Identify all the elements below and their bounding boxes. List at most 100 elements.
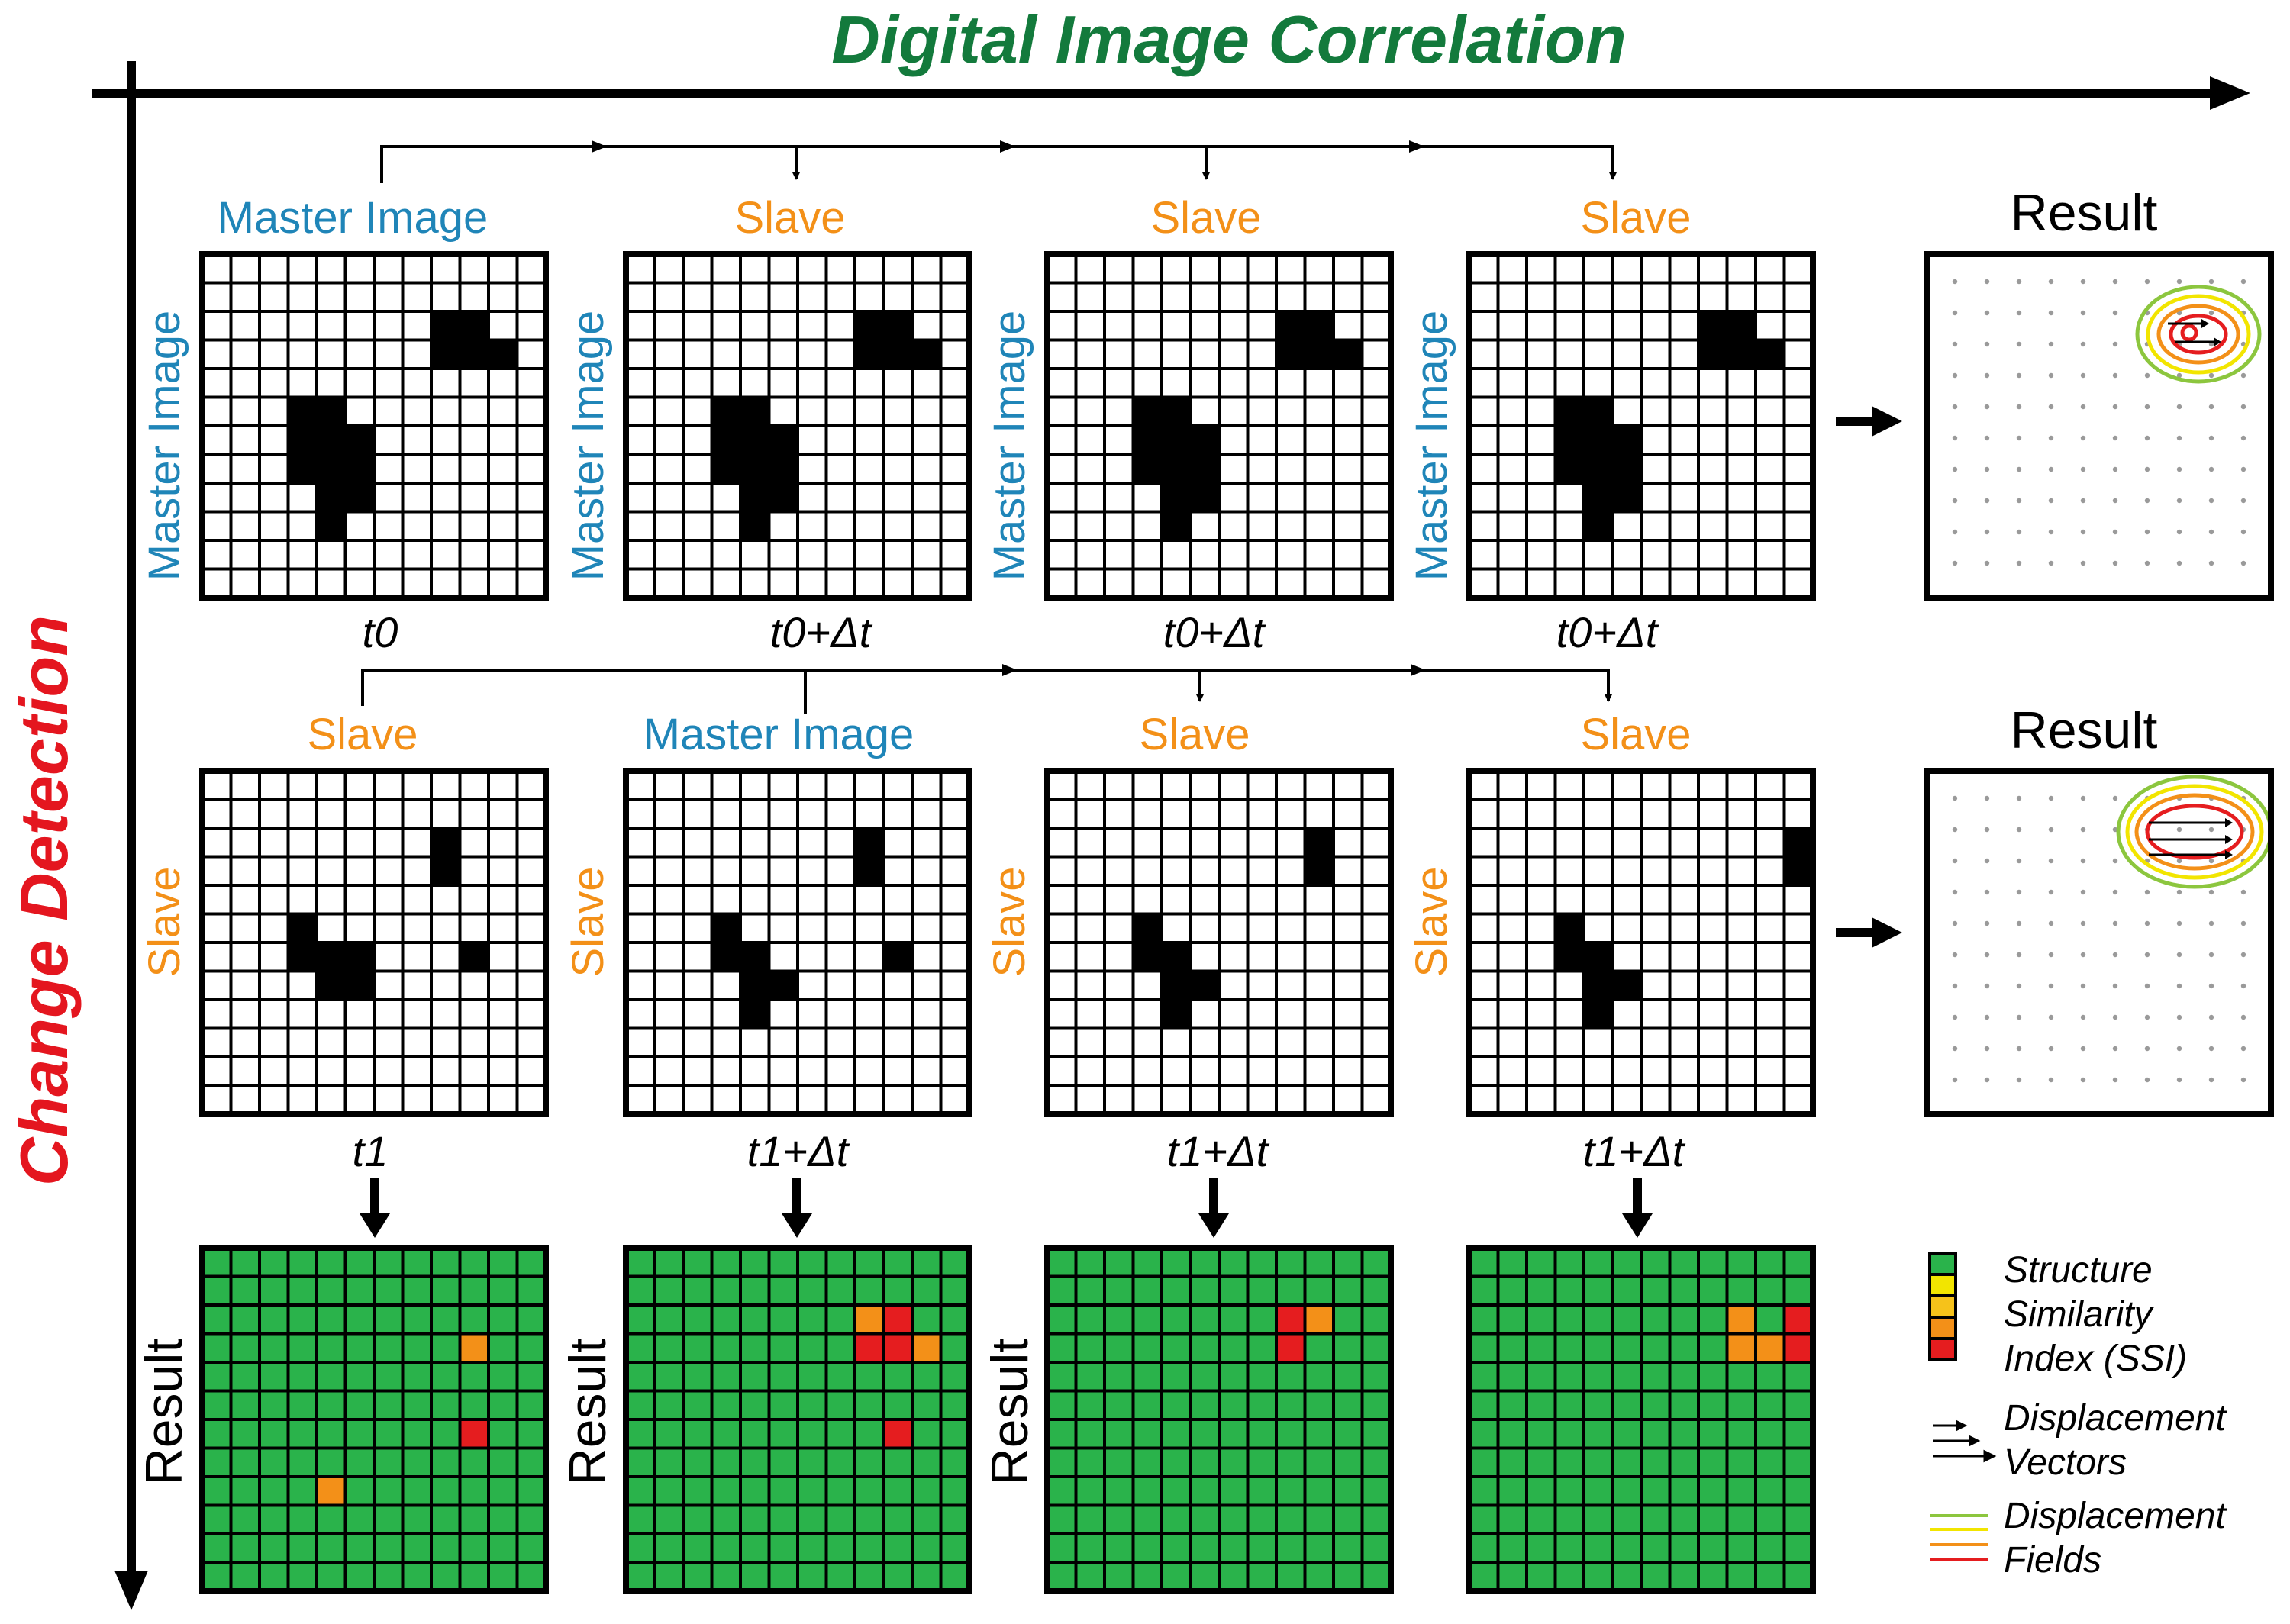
change-detection-axis (114, 61, 148, 1610)
row3-side-2: Result (559, 1339, 617, 1486)
object-cell (740, 483, 769, 512)
ssi-grid-c2 (623, 1245, 972, 1594)
row3-side-3: Result (981, 1339, 1039, 1486)
row1-side-2: Master Image (563, 311, 613, 582)
displacement-contour (2156, 304, 2240, 365)
panel-frame (1466, 251, 1816, 601)
ssi-cell (883, 1305, 912, 1334)
panel-frame (199, 251, 549, 601)
object-cell (1305, 311, 1334, 340)
legend-vectors-line-1: Displacement (2004, 1398, 2227, 1439)
ssi-cell (1305, 1305, 1334, 1334)
ssi-cell (855, 1333, 884, 1362)
object-cell (288, 454, 317, 483)
object-cell (288, 942, 317, 972)
object-cell (288, 397, 317, 426)
object-cell (345, 971, 374, 1000)
panel-frame (1924, 768, 2274, 1117)
time-label-r2c4: t1+Δt (1583, 1127, 1686, 1175)
row3-side-1: Result (135, 1339, 193, 1486)
right-arrows (1836, 406, 1902, 948)
image-grid-r2c4 (1466, 768, 1816, 1117)
time-label-r1c2: t0+Δt (770, 608, 873, 656)
object-cell (1698, 311, 1727, 340)
legend-ssi-line-3: Index (SSI) (2004, 1339, 2187, 1379)
time-label-r2c3: t1+Δt (1167, 1127, 1270, 1175)
object-cell (740, 426, 769, 455)
object-cell (1276, 340, 1305, 369)
object-cell (883, 340, 912, 369)
object-cell (1584, 454, 1613, 483)
object-cell (1612, 454, 1641, 483)
object-cell (1727, 340, 1756, 369)
ssi-cell (460, 1333, 489, 1362)
image-grid-r1c3 (1044, 251, 1394, 601)
object-cell (317, 426, 346, 455)
object-cell (1584, 426, 1613, 455)
object-cell (711, 426, 740, 455)
legend-vectors-line-2: Vectors (2004, 1442, 2127, 1483)
displacement-contour (2135, 285, 2262, 384)
object-cell (711, 942, 740, 972)
object-cell (1162, 397, 1191, 426)
time-label-r1c1: t0 (363, 608, 398, 656)
row2-header-3: Slave (1139, 710, 1250, 759)
object-cell (711, 397, 740, 426)
ssi-cell (1784, 1305, 1813, 1334)
row2-connector (361, 664, 1612, 714)
object-cell (1334, 340, 1363, 369)
object-cell (855, 311, 884, 340)
dic-result-2 (1924, 768, 2274, 1117)
ssi-cell (912, 1333, 941, 1362)
panel-frame (199, 768, 549, 1117)
legend-ssi-line-1: Structure (2004, 1250, 2153, 1290)
object-cell (740, 942, 769, 972)
row1-header-3: Slave (1150, 193, 1261, 243)
object-cell (1190, 454, 1219, 483)
image-grid-r1c2 (623, 251, 972, 601)
panel-frame (1466, 768, 1816, 1117)
object-cell (288, 426, 317, 455)
object-cell (345, 426, 374, 455)
row1-header-1: Master Image (218, 193, 489, 243)
displacement-contour (2146, 294, 2251, 375)
legend-fields-line-2: Fields (2004, 1540, 2101, 1580)
image-panels (199, 251, 1816, 1594)
object-cell (1612, 426, 1641, 455)
object-cell (1162, 942, 1191, 972)
legend-ssi-line-2: Similarity (2004, 1294, 2155, 1335)
image-grid-r2c2 (623, 768, 972, 1117)
object-cell (317, 454, 346, 483)
ssi-cell (1784, 1333, 1813, 1362)
panel-frame (199, 1245, 549, 1594)
object-cell (855, 828, 884, 857)
object-cell (740, 397, 769, 426)
result-title-1: Result (2011, 184, 2158, 242)
ssi-cell (883, 1333, 912, 1362)
object-cell (431, 828, 460, 857)
object-cell (431, 311, 460, 340)
object-cell (855, 856, 884, 885)
object-cell (1784, 856, 1813, 885)
object-cell (288, 914, 317, 942)
object-cell (1162, 511, 1191, 540)
row2-header-4: Slave (1580, 710, 1691, 759)
object-cell (711, 454, 740, 483)
time-label-r1c3: t0+Δt (1163, 608, 1266, 656)
object-cell (769, 483, 798, 512)
image-grid-r2c3 (1044, 768, 1394, 1117)
object-cell (740, 511, 769, 540)
object-cell (1276, 311, 1305, 340)
displacement-contour (2134, 793, 2255, 871)
row2-side-1: Slave (140, 866, 189, 977)
image-grid-r2c1 (199, 768, 549, 1117)
ssi-cell (855, 1305, 884, 1334)
object-cell (1133, 914, 1162, 942)
panel-frame (623, 1245, 972, 1594)
object-cell (1584, 971, 1613, 1000)
object-cell (883, 942, 912, 972)
object-cell (1162, 1000, 1191, 1029)
object-cell (460, 311, 489, 340)
object-cell (489, 340, 518, 369)
panel-frame (1044, 251, 1394, 601)
